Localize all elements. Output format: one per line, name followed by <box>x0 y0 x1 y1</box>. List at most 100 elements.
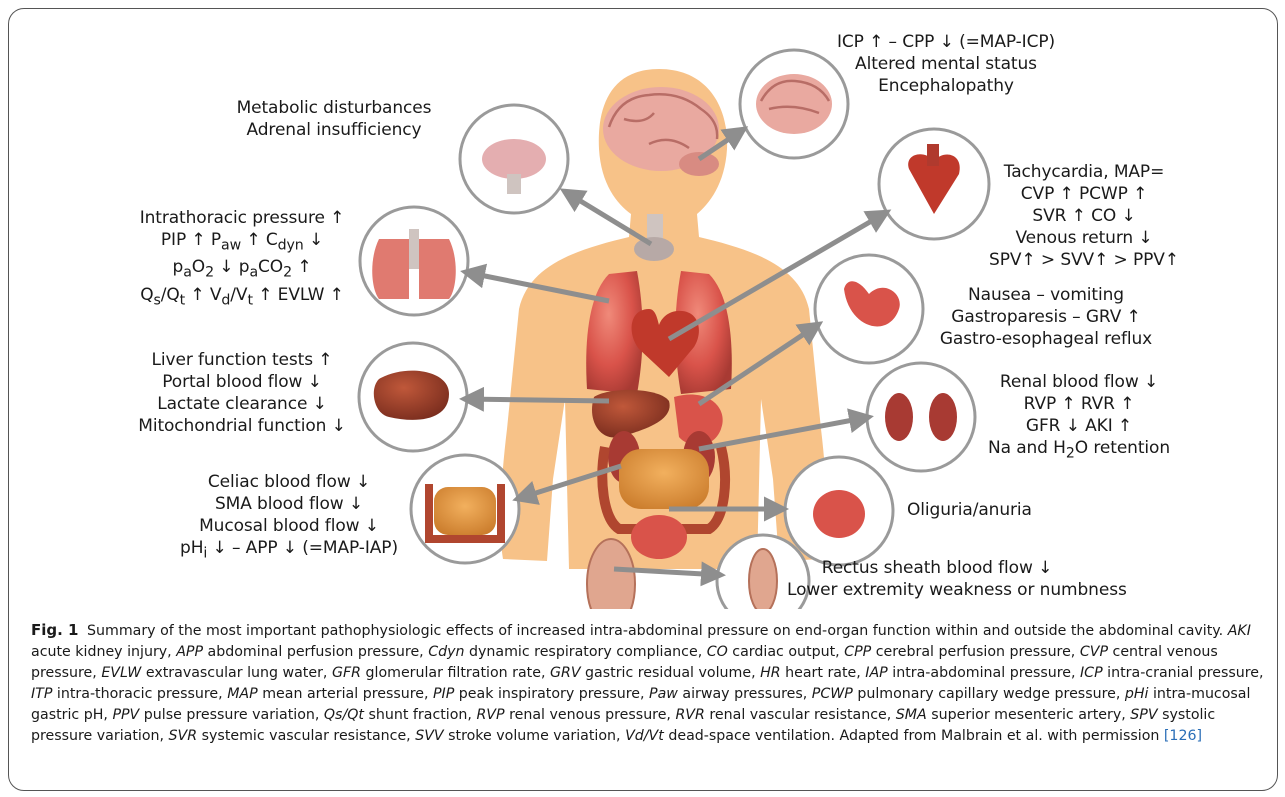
heart-line-5: SPV↑ > SVV↑ > PPV↑ <box>969 249 1199 271</box>
muscle-line-1: Rectus sheath blood flow ↓ <box>787 557 1087 579</box>
intestine-line-2: SMA blood flow ↓ <box>169 493 409 515</box>
abbreviation-entry: CPP cerebral perfusion pressure, <box>844 644 1080 660</box>
abbreviation-definition: systemic vascular resistance, <box>197 728 415 744</box>
intestine-line-3: Mucosal blood flow ↓ <box>169 515 409 537</box>
abbreviation-term: RVP <box>476 707 504 723</box>
intestine-effects: Celiac blood flow ↓ SMA blood flow ↓ Muc… <box>169 471 409 564</box>
lungs-line-4: Qs/Qt ↑ Vd/Vt ↑ EVLW ↑ <box>117 284 367 311</box>
lungs-line-3: paO2 ↓ paCO2 ↑ <box>117 256 367 283</box>
abbreviation-term: pHi <box>1125 686 1149 702</box>
lungs-line-3-c-sub: a <box>249 265 258 281</box>
abbreviation-definition: acute kidney injury, <box>31 644 176 660</box>
abbreviation-definition: dynamic respiratory compliance, <box>465 644 707 660</box>
lungs-line-4-d: /V <box>230 285 247 305</box>
abbreviation-term: IAP <box>865 665 887 681</box>
abbreviation-entry: RVR renal vascular resistance, <box>675 707 895 723</box>
abbreviation-term: HR <box>760 665 781 681</box>
abbreviation-term: GRV <box>550 665 581 681</box>
heart-line-3: SVR ↑ CO ↓ <box>969 205 1199 227</box>
abbreviation-entry: RVP renal venous pressure, <box>476 707 675 723</box>
kidney-line-4-a: Na and H <box>988 438 1066 458</box>
abbreviation-entry: MAP mean arterial pressure, <box>227 686 433 702</box>
abbreviation-entry: ICP intra-cranial pressure, <box>1080 665 1264 681</box>
abbreviation-definition: renal vascular resistance, <box>705 707 896 723</box>
abbreviation-term: AKI <box>1228 623 1251 639</box>
kidney-line-4: Na and H2O retention <box>984 437 1174 464</box>
abbreviation-term: Qs/Qt <box>324 707 364 723</box>
kidney-line-1: Renal blood flow ↓ <box>984 371 1174 393</box>
intestine-line-1: Celiac blood flow ↓ <box>169 471 409 493</box>
lungs-line-2-b-sub: dyn <box>278 237 304 253</box>
abbreviation-definition: pulmonary capillary wedge pressure, <box>853 686 1125 702</box>
muscle-effects: Rectus sheath blood flow ↓ Lower extremi… <box>787 557 1087 601</box>
abbreviation-entry: Paw airway pressures, <box>649 686 812 702</box>
lungs-line-2-a-sub: aw <box>221 237 241 253</box>
abbreviation-definition: airway pressures, <box>678 686 812 702</box>
liver-effects: Liver function tests ↑ Portal blood flow… <box>127 349 357 437</box>
abbreviation-term: ITP <box>31 686 52 702</box>
abbreviation-definition: pulse pressure variation, <box>139 707 324 723</box>
intestine-line-4-b: ↓ – APP ↓ (=MAP-IAP) <box>207 538 398 558</box>
abbreviation-definition: intra-thoracic pressure, <box>52 686 227 702</box>
abbreviation-definition: dead-space ventilation. <box>664 728 835 744</box>
abbreviation-term: APP <box>176 644 203 660</box>
abbreviation-entry: PIP peak inspiratory pressure, <box>433 686 649 702</box>
abbreviation-entry: HR heart rate, <box>760 665 865 681</box>
brain-line-3: Encephalopathy <box>831 75 1061 97</box>
figure-caption: Fig. 1 Summary of the most important pat… <box>31 620 1271 747</box>
heart-effects: Tachycardia, MAP= CVP ↑ PCWP ↑ SVR ↑ CO … <box>969 161 1199 271</box>
abbreviation-entry: SVV stroke volume variation, <box>415 728 625 744</box>
brain-line-1: ICP ↑ – CPP ↓ (=MAP-ICP) <box>831 31 1061 53</box>
lungs-line-1: Intrathoracic pressure ↑ <box>117 207 367 229</box>
abbreviation-definition: superior mesenteric artery, <box>927 707 1131 723</box>
abbreviation-definition: shunt fraction, <box>364 707 476 723</box>
abbreviation-entry: PPV pulse pressure variation, <box>112 707 323 723</box>
abbreviation-definition: gastric residual volume, <box>581 665 761 681</box>
abbreviation-term: SVV <box>415 728 443 744</box>
lungs-line-2-b: ↑ C <box>241 230 278 250</box>
abbreviation-term: CVP <box>1080 644 1108 660</box>
liver-line-2: Portal blood flow ↓ <box>127 371 357 393</box>
abbreviation-term: PIP <box>433 686 454 702</box>
abbreviation-definition: abdominal perfusion pressure, <box>203 644 428 660</box>
kidney-effects: Renal blood flow ↓ RVP ↑ RVR ↑ GFR ↓ AKI… <box>984 371 1174 464</box>
reference-link[interactable]: [126] <box>1164 728 1202 744</box>
abbreviation-entry: Vd/Vt dead-space ventilation. <box>625 728 835 744</box>
lungs-line-3-a: p <box>173 257 184 277</box>
heart-line-2: CVP ↑ PCWP ↑ <box>969 183 1199 205</box>
abbreviation-term: Paw <box>649 686 678 702</box>
abbreviation-entry: IAP intra-abdominal pressure, <box>865 665 1080 681</box>
lungs-line-2-a: PIP ↑ P <box>161 230 221 250</box>
liver-line-1: Liver function tests ↑ <box>127 349 357 371</box>
kidney-line-3: GFR ↓ AKI ↑ <box>984 415 1174 437</box>
lungs-line-4-e: ↑ EVLW ↑ <box>253 285 344 305</box>
kidney-line-2: RVP ↑ RVR ↑ <box>984 393 1174 415</box>
abbreviation-definition: cardiac output, <box>728 644 844 660</box>
abbreviation-term: CO <box>707 644 728 660</box>
liver-line-4: Mitochondrial function ↓ <box>127 415 357 437</box>
abbreviation-entry: SMA superior mesenteric artery, <box>896 707 1130 723</box>
lungs-line-4-a-sub: s <box>153 292 160 308</box>
stomach-line-1: Nausea – vomiting <box>931 284 1161 306</box>
abbreviation-definition: mean arterial pressure, <box>258 686 433 702</box>
abbreviation-definition: intra-abdominal pressure, <box>888 665 1080 681</box>
thyroid-effects: Metabolic disturbances Adrenal insuffici… <box>229 97 439 141</box>
stomach-line-3: Gastro-esophageal reflux <box>931 328 1161 350</box>
brain-effects: ICP ↑ – CPP ↓ (=MAP-ICP) Altered mental … <box>831 31 1061 97</box>
bladder-line-1: Oliguria/anuria <box>907 499 1107 521</box>
abbreviation-entry: Cdyn dynamic respiratory compliance, <box>428 644 707 660</box>
lungs-line-4-c: ↑ V <box>185 285 221 305</box>
thyroid-line-2: Adrenal insufficiency <box>229 119 439 141</box>
muscle-line-2: Lower extremity weakness or numbness <box>787 579 1087 601</box>
abbreviation-entry: EVLW extravascular lung water, <box>101 665 332 681</box>
abbreviation-term: ICP <box>1080 665 1103 681</box>
stomach-line-2: Gastroparesis – GRV ↑ <box>931 306 1161 328</box>
kidney-line-4-b: O retention <box>1075 438 1170 458</box>
abbreviation-term: PCWP <box>812 686 853 702</box>
figure-summary: Summary of the most important pathophysi… <box>87 623 1223 639</box>
lungs-effects: Intrathoracic pressure ↑ PIP ↑ Paw ↑ Cdy… <box>117 207 367 311</box>
heart-line-4: Venous return ↓ <box>969 227 1199 249</box>
abbreviation-term: SMA <box>896 707 927 723</box>
abbreviation-definition: peak inspiratory pressure, <box>454 686 649 702</box>
abbreviation-entry: GFR glomerular filtration rate, <box>332 665 550 681</box>
